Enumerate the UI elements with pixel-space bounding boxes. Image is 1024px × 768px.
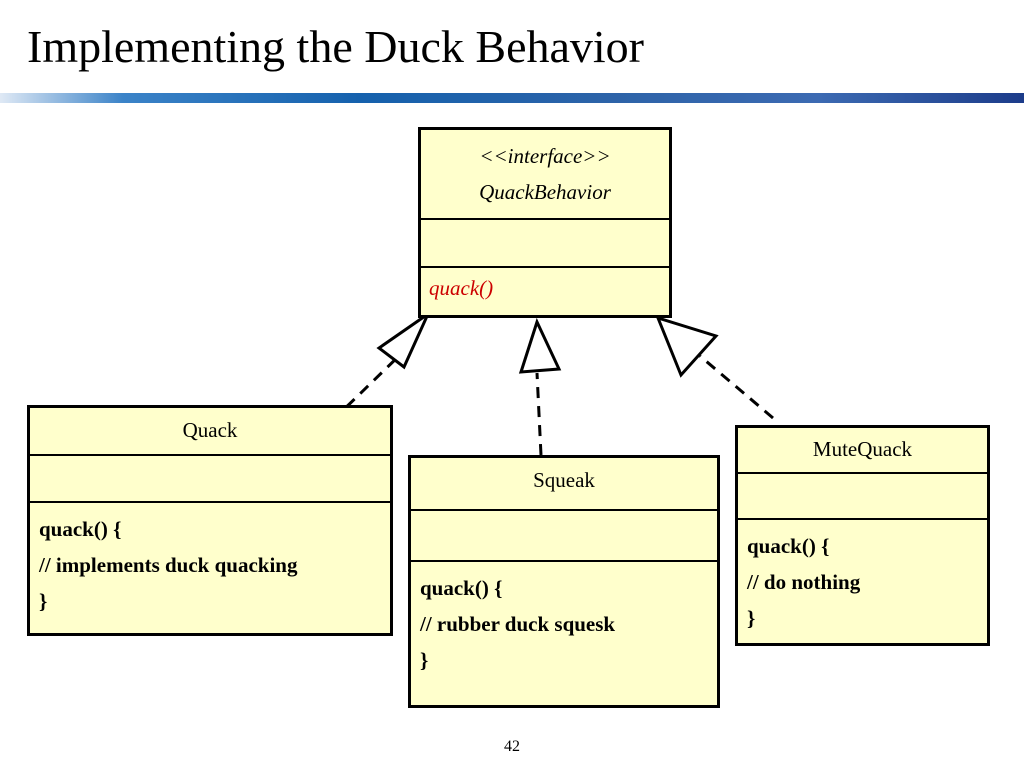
class-mutequack-operations: quack() { // do nothing }	[738, 520, 987, 644]
quack-realization-line	[331, 350, 405, 422]
code-line: // rubber duck squesk	[420, 612, 616, 636]
class-mutequack-name: MuteQuack	[738, 428, 987, 474]
code-line: }	[39, 589, 48, 613]
quack-arrowhead	[376, 309, 432, 370]
interface-attributes	[421, 220, 669, 268]
class-quack-attributes	[30, 456, 390, 503]
interface-stereotype: <<interface>>	[479, 144, 611, 168]
code-line: }	[420, 648, 429, 672]
slide-title: Implementing the Duck Behavior	[27, 21, 645, 72]
interface-header: <<interface>> QuackBehavior	[421, 130, 669, 220]
class-squeak-attributes	[411, 511, 717, 562]
interface-operation: quack()	[429, 276, 494, 300]
class-name: Squeak	[533, 468, 595, 492]
class-squeak-operations: quack() { // rubber duck squesk }	[411, 562, 717, 686]
code-line: quack() {	[420, 576, 503, 600]
mutequack-realization-line	[699, 354, 774, 420]
code-line: // implements duck quacking	[39, 553, 298, 577]
squeak-realization-line	[535, 372, 543, 456]
interface-quackbehavior-box: <<interface>> QuackBehavior quack()	[418, 127, 672, 318]
interface-name: QuackBehavior	[479, 180, 611, 204]
mutequack-arrowhead	[655, 315, 719, 378]
code-line: }	[747, 606, 756, 630]
page-number: 42	[504, 738, 520, 755]
code-line: // do nothing	[747, 570, 861, 594]
class-quack-operations: quack() { // implements duck quacking }	[30, 503, 390, 627]
class-name: MuteQuack	[812, 437, 913, 461]
interface-operations: quack()	[421, 268, 669, 309]
code-line: quack() {	[747, 534, 830, 558]
code-line: quack() {	[39, 517, 122, 541]
squeak-arrowhead	[518, 317, 562, 374]
class-quack-box: Quack quack() { // implements duck quack…	[27, 405, 393, 636]
class-squeak-name: Squeak	[411, 458, 717, 511]
class-squeak-box: Squeak quack() { // rubber duck squesk }	[408, 455, 720, 708]
title-underline-bar	[0, 93, 1024, 103]
class-name: Quack	[182, 418, 238, 442]
class-mutequack-box: MuteQuack quack() { // do nothing }	[735, 425, 990, 646]
class-quack-name: Quack	[30, 408, 390, 456]
class-mutequack-attributes	[738, 474, 987, 520]
